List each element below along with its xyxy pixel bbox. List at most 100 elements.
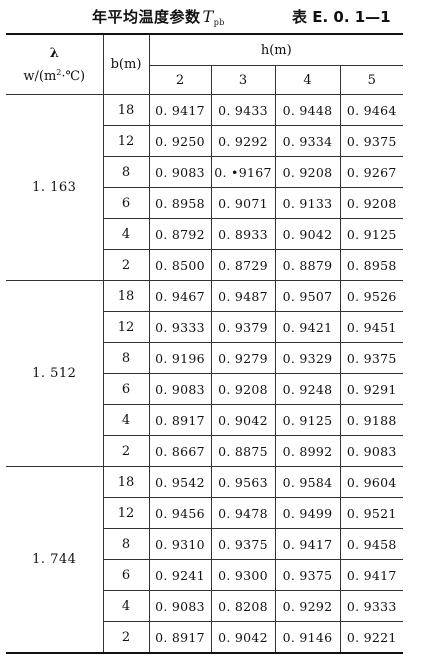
parameter-value-cell: 0. •9167 <box>210 156 276 188</box>
parameter-value-cell: 0. 9334 <box>274 125 341 157</box>
b-value-cell: 4 <box>103 404 150 436</box>
parameter-value-cell: 0. 9333 <box>148 311 212 343</box>
b-value-cell: 18 <box>102 466 150 498</box>
parameter-value-cell: 0. 9071 <box>210 187 276 219</box>
parameter-value-cell: 0. 9448 <box>274 94 341 126</box>
parameter-value-cell: 0. 9291 <box>339 373 404 405</box>
header-b: b(m) <box>102 33 150 95</box>
parameter-value-cell: 0. 8917 <box>148 404 212 436</box>
b-value-cell: 12 <box>103 125 150 157</box>
parameter-value-cell: 0. 8667 <box>148 435 212 467</box>
b-value-cell: 2 <box>103 435 150 467</box>
parameter-value-cell: 0. 9267 <box>339 156 404 188</box>
parameter-value-cell: 0. 9433 <box>210 94 276 126</box>
parameter-value-cell: 0. 9456 <box>148 497 212 529</box>
parameter-value-cell: 0. 9188 <box>339 404 404 436</box>
lambda-symbol: λ <box>49 45 59 61</box>
b-value-cell: 2 <box>103 249 150 281</box>
parameter-value-cell: 0. 9279 <box>210 342 276 374</box>
parameter-value-cell: 0. 9417 <box>274 528 341 560</box>
parameter-value-cell: 0. 9083 <box>339 435 404 467</box>
lambda-unit: w/(m2·℃) <box>6 63 103 86</box>
parameter-value-cell: 0. 8500 <box>148 249 212 281</box>
lambda-value-cell: 1. 512 <box>6 280 104 467</box>
parameter-value-cell: 0. 9241 <box>148 559 212 591</box>
b-value-cell: 2 <box>103 621 150 654</box>
parameter-value-cell: 0. 9507 <box>274 280 341 312</box>
parameter-value-cell: 0. 9478 <box>210 497 276 529</box>
parameter-value-cell: 0. 9375 <box>274 559 341 591</box>
parameter-value-cell: 0. 9604 <box>339 466 404 498</box>
parameter-value-cell: 0. 9125 <box>339 218 404 250</box>
b-value-cell: 6 <box>103 187 150 219</box>
header-lambda: λ w/(m2·℃) <box>6 33 104 95</box>
b-value-cell: 18 <box>102 94 150 126</box>
parameter-value-cell: 0. 9467 <box>148 280 212 312</box>
parameter-value-cell: 0. 9208 <box>339 187 404 219</box>
parameter-value-cell: 0. 9125 <box>274 404 341 436</box>
lambda-value-cell: 1. 163 <box>6 94 104 281</box>
parameter-value-cell: 0. 9375 <box>339 342 404 374</box>
parameter-value-cell: 0. 9042 <box>210 404 276 436</box>
symbol-letter: T <box>202 7 214 26</box>
parameter-value-cell: 0. 9292 <box>210 125 276 157</box>
parameter-value-cell: 0. 8729 <box>210 249 276 281</box>
b-value-cell: 18 <box>102 280 150 312</box>
lambda-value-cell: 1. 744 <box>6 466 104 654</box>
parameter-value-cell: 0. 9292 <box>274 590 341 622</box>
parameter-value-cell: 0. 9133 <box>274 187 341 219</box>
b-value-cell: 8 <box>103 528 150 560</box>
parameter-value-cell: 0. 9499 <box>274 497 341 529</box>
lambda-unit-prefix: w/(m <box>23 68 57 84</box>
parameter-value-cell: 0. 9521 <box>339 497 404 529</box>
header-h-value: 3 <box>210 65 276 95</box>
parameter-value-cell: 0. 9329 <box>274 342 341 374</box>
parameter-value-cell: 0. 8917 <box>148 621 212 654</box>
lambda-unit-suffix: ·℃) <box>61 68 86 84</box>
parameter-value-cell: 0. 9458 <box>339 528 404 560</box>
b-value-cell: 6 <box>103 559 150 591</box>
parameter-value-cell: 0. 9221 <box>339 621 404 654</box>
lambda-unit-sup: 2 <box>56 67 62 77</box>
b-value-cell: 4 <box>103 218 150 250</box>
b-value-cell: 12 <box>103 497 150 529</box>
parameter-value-cell: 0. 9417 <box>339 559 404 591</box>
parameter-value-cell: 0. 8992 <box>274 435 341 467</box>
parameter-value-cell: 0. 9375 <box>210 528 276 560</box>
table-title-text: 年平均温度参数 <box>92 8 201 26</box>
parameter-value-cell: 0. 9417 <box>148 94 212 126</box>
parameter-value-cell: 0. 9584 <box>274 466 341 498</box>
header-h-value: 5 <box>339 65 404 95</box>
b-value-cell: 6 <box>103 373 150 405</box>
b-value-cell: 8 <box>103 156 150 188</box>
parameter-value-cell: 0. 9379 <box>210 311 276 343</box>
parameter-value-cell: 0. 8958 <box>148 187 212 219</box>
parameter-value-cell: 0. 9083 <box>148 156 212 188</box>
header-h: h(m) <box>148 33 404 66</box>
table-code: 表 E. 0. 1—1 <box>292 8 391 26</box>
parameter-value-cell: 0. 8958 <box>339 249 404 281</box>
parameter-value-cell: 0. 9421 <box>274 311 341 343</box>
b-value-cell: 4 <box>103 590 150 622</box>
parameter-value-cell: 0. 8208 <box>210 590 276 622</box>
parameter-value-cell: 0. 9248 <box>274 373 341 405</box>
parameter-value-cell: 0. 9146 <box>274 621 341 654</box>
symbol-subscript: pb <box>213 18 225 27</box>
parameter-value-cell: 0. 9042 <box>210 621 276 654</box>
